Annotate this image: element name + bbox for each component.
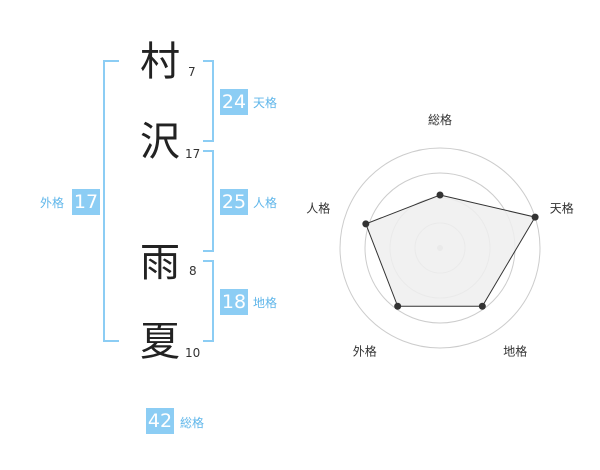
chikaku-value: 18 — [220, 289, 248, 315]
tenkaku-label: 天格 — [253, 96, 278, 110]
tenkaku-value: 24 — [220, 89, 248, 115]
radar-axis-label-3: 地格 — [503, 344, 527, 359]
radar-point-2 — [531, 213, 539, 221]
gaikaku-value: 17 — [72, 189, 100, 215]
name-char-2-strokes: 17 — [185, 147, 201, 161]
name-char-2: 沢 — [140, 119, 180, 165]
radar-axis-label-2: 天格 — [550, 200, 574, 215]
radar-point-3 — [478, 302, 486, 310]
radar-axis-label-1: 総格 — [428, 112, 452, 127]
chikaku-bracket — [203, 260, 214, 342]
name-char-4: 夏 — [140, 319, 180, 365]
radar-series-polygon — [365, 194, 536, 307]
gaikaku-bracket — [103, 60, 119, 342]
radar-grid-ring — [339, 147, 541, 349]
radar-point-5 — [362, 220, 370, 228]
name-char-1: 村 — [140, 39, 180, 85]
radar-point-1 — [436, 191, 444, 199]
jinkaku-bracket — [203, 150, 214, 252]
chikaku-label: 地格 — [253, 296, 278, 310]
jinkaku-value: 25 — [220, 189, 248, 215]
name-char-3: 雨 — [140, 240, 180, 286]
name-char-3-strokes: 8 — [189, 264, 197, 278]
soukaku-value: 42 — [146, 408, 174, 434]
radar-axis-label-4: 外格 — [353, 344, 377, 359]
jinkaku-label: 人格 — [253, 196, 278, 210]
tenkaku-bracket — [203, 60, 214, 142]
gaikaku-label: 外格 — [40, 196, 65, 210]
radar-point-4 — [394, 302, 402, 310]
soukaku-label: 総格 — [180, 416, 205, 430]
radar-axis-label-5: 人格 — [306, 200, 330, 215]
name-char-4-strokes: 10 — [185, 346, 201, 360]
name-char-1-strokes: 7 — [188, 65, 196, 79]
